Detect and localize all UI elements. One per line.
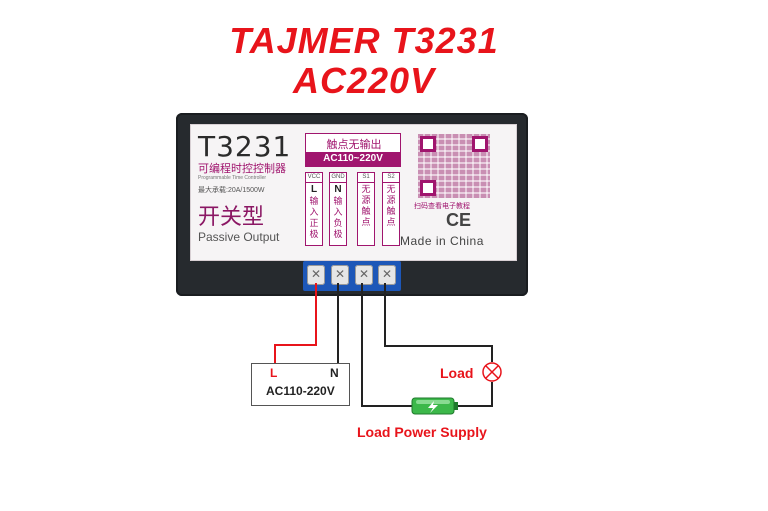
qr-code-icon xyxy=(418,134,490,198)
device-subtitle-en: Programmable Time Controller xyxy=(198,175,267,181)
terminal-desc: 无源触点 xyxy=(386,184,396,227)
terminal-code: VCC xyxy=(306,173,322,183)
battery-icon xyxy=(411,397,458,415)
device-type-cn: 开关型 xyxy=(198,205,265,230)
screw-terminal-s2 xyxy=(378,265,396,285)
device-load-spec: 最大承载:20A/1500W xyxy=(198,187,265,194)
contact-spec-box: 触点无输出 AC110~220V xyxy=(305,133,401,167)
terminal-label-s2: S2 无源触点 xyxy=(382,172,400,246)
terminal-desc: 输入正极 xyxy=(309,196,319,239)
terminal-code: S2 xyxy=(383,173,399,183)
supply-live-label: L xyxy=(270,366,278,380)
terminal-code: GND xyxy=(330,173,346,183)
supply-neutral-label: N xyxy=(330,366,339,380)
screw-terminal-s1 xyxy=(355,265,373,285)
lamp-icon xyxy=(482,362,502,382)
made-in-label: Made in China xyxy=(400,234,484,248)
contact-title: 触点无输出 xyxy=(326,139,382,151)
terminal-label-gnd: GND N 输入负极 xyxy=(329,172,347,246)
mains-supply-box xyxy=(251,363,350,406)
wire-supply-load xyxy=(456,382,493,407)
terminal-main: N xyxy=(334,184,342,195)
terminal-label-s1: S1 无源触点 xyxy=(357,172,375,246)
wire-s2 xyxy=(384,283,493,362)
qr-caption: 扫码查看电子教程 xyxy=(414,203,470,210)
terminal-label-vcc: VCC L 输入正极 xyxy=(305,172,323,246)
wire-s1 xyxy=(361,283,412,407)
device-subtitle-cn: 可编程时控控制器 xyxy=(198,163,286,175)
contact-range: AC110~220V xyxy=(306,152,400,166)
supply-voltage-label: AC110-220V xyxy=(266,384,335,398)
diagram-title-line1: TAJMER T3231 xyxy=(229,20,499,61)
ce-mark: CE xyxy=(446,210,472,230)
screw-terminal-vcc xyxy=(307,265,325,285)
terminal-main: L xyxy=(310,184,318,195)
wire-live xyxy=(274,283,317,364)
terminal-code: S1 xyxy=(358,173,374,183)
terminal-desc: 输入负极 xyxy=(333,196,343,239)
load-label: Load xyxy=(440,365,474,381)
device-type-en: Passive Output xyxy=(198,230,280,244)
screw-terminal-gnd xyxy=(331,265,349,285)
terminal-desc: 无源触点 xyxy=(361,184,371,227)
device-model: T3231 xyxy=(198,130,292,163)
diagram-title-line2: AC220V xyxy=(292,60,436,101)
load-power-supply-label: Load Power Supply xyxy=(357,424,487,440)
